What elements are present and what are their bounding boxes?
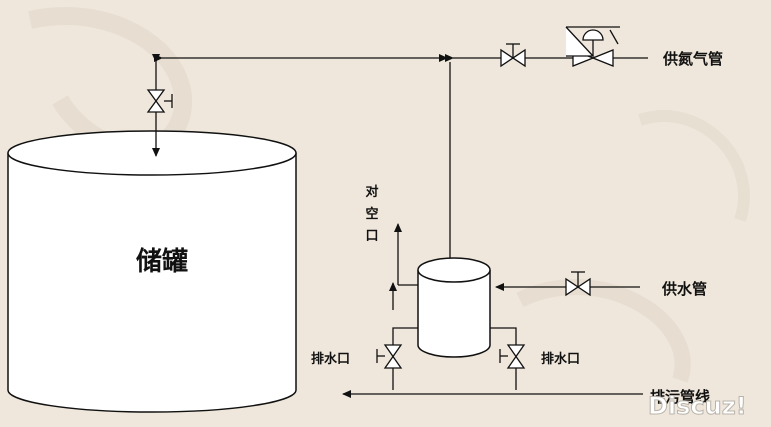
storage-tank: 储罐 [7,130,297,413]
drain-right-label: 排水口 [541,351,580,367]
svg-text:空: 空 [365,206,378,222]
drain-valve-left [376,344,403,369]
drain-valve-right [499,344,526,369]
pressure-control-valve [565,26,620,67]
water-supply-valve [565,271,591,297]
vent-line [389,223,418,310]
nitrogen-pipe-label: 供氮气管 [662,50,723,68]
watermark: Discuz! [648,392,747,420]
small-vessel [417,257,491,358]
svg-text:对: 对 [365,184,378,200]
water-supply-label: 供水管 [661,280,707,298]
drain-left-label: 排水口 [311,351,350,367]
tank-inlet-valve [146,89,173,113]
header-manual-valve [500,43,526,68]
vent-label: 对 空 口 [365,184,378,244]
svg-text:口: 口 [365,229,378,244]
bottom-pipe-label: 排污管线 [650,388,710,406]
drain-lines [342,327,643,398]
tank-label: 储罐 [136,246,188,277]
